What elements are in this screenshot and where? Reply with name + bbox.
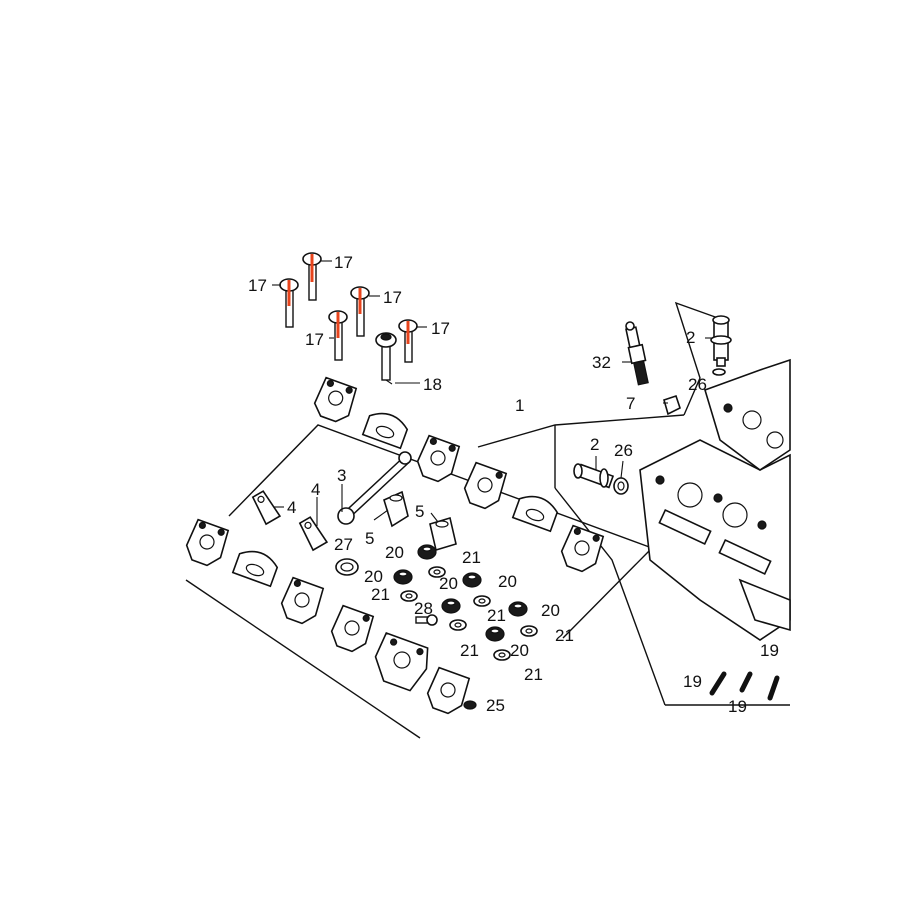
cam-holder [330,604,375,653]
tensioner-5-a [383,490,409,528]
washer-21 [428,566,446,578]
callout-17: 17 [431,319,450,338]
callout-20: 20 [385,543,404,562]
callout-21: 21 [460,641,479,660]
callout-18: 18 [423,375,442,394]
callout-5: 5 [365,529,374,548]
callout-32: 32 [592,353,611,372]
cam-holder [361,412,409,450]
tensioner-5-b [429,516,457,552]
cap-20 [417,544,437,560]
callout-17: 17 [248,276,267,295]
callout-20: 20 [510,641,529,660]
caps-20 [393,544,528,642]
callout-21: 21 [462,548,481,567]
camshaft-holders-upper-row [313,376,605,573]
cam-holder [313,376,358,423]
part-25 [463,700,477,710]
oring-27 [335,558,359,576]
cam-holder [280,576,325,625]
washer-21 [473,595,491,607]
callout-17: 17 [334,253,353,272]
insulator-2-upper [710,315,732,367]
cam-holder [185,518,230,567]
leader-lines [272,260,713,526]
washer-21 [520,625,538,637]
callout-21: 21 [371,585,390,604]
callout-19: 19 [683,672,702,691]
studs-19 [709,671,780,701]
callout-7: 7 [626,394,635,413]
cam-holder [560,524,605,573]
cap-20 [462,572,482,588]
callout-21: 21 [487,606,506,625]
cam-holder [416,434,461,483]
callout-3: 3 [337,466,346,485]
cam-holder [463,461,508,510]
cylinder-head [639,358,791,641]
callout-20: 20 [541,601,560,620]
bolt-17-d [328,310,348,361]
callout-5: 5 [415,502,424,521]
camshaft-holders-lower-row [185,518,471,715]
callout-1: 1 [515,396,524,415]
callout-2: 2 [686,328,695,347]
spark-plug-32 [625,321,649,386]
cam-holder-large [374,631,429,692]
callout-20: 20 [364,567,383,586]
bolt-17-a [302,252,322,301]
bolt-17-e [398,319,418,363]
callouts: 17 17 17 17 17 18 1 2 32 26 7 2 26 3 4 4… [248,253,779,716]
callout-19: 19 [760,641,779,660]
callout-4: 4 [287,498,296,517]
cap-20 [508,601,528,617]
callout-25: 25 [486,696,505,715]
cam-holder [511,495,559,533]
callout-27: 27 [334,535,353,554]
callout-26: 26 [614,441,633,460]
callout-21: 21 [524,665,543,684]
callout-21: 21 [555,626,574,645]
callout-2: 2 [590,435,599,454]
callout-17: 17 [383,288,402,307]
cap-20 [393,569,413,585]
callout-19: 19 [728,697,747,716]
cap-20 [485,626,505,642]
washer-21 [493,649,511,661]
cap-20 [441,598,461,614]
cam-holder [426,666,471,715]
callout-4: 4 [311,480,320,499]
bolt-17-group [279,252,418,363]
bolt-17-b [279,278,299,328]
washers-21 [400,566,538,661]
callout-26: 26 [688,375,707,394]
cap-7 [663,394,681,416]
callout-28: 28 [414,599,433,618]
washer-21 [449,619,467,631]
bolt-28 [415,614,438,626]
rocker-arm-4-b [298,516,329,552]
cam-holder [231,550,279,588]
bolt-18 [375,332,397,385]
callout-20: 20 [439,574,458,593]
seal-26-upper [712,368,726,376]
washer-21 [400,590,418,602]
rocker-arm-4-a [251,490,282,526]
bolt-17-c [350,286,370,337]
insulator-2-lower [573,463,615,489]
seal-26-lower [613,477,629,495]
callout-20: 20 [498,572,517,591]
callout-17: 17 [305,330,324,349]
